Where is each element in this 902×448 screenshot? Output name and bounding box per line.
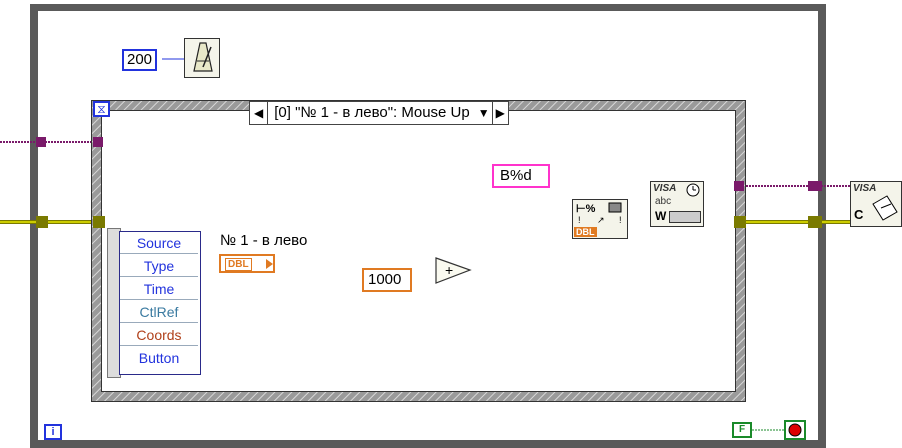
svg-text:!: ! [619,215,622,225]
stop-sign-icon [788,423,802,437]
event-field-coords[interactable]: Coords [120,324,198,346]
pencil-paper-icon [872,195,898,221]
error-loop-tunnel-left[interactable] [36,216,48,228]
clock-icon [686,183,700,197]
refnum-loop-tunnel-right[interactable] [808,181,822,191]
metronome-icon [193,42,213,72]
iteration-terminal[interactable]: i [44,424,62,440]
format-into-string-icon: ⊢% ! ↗ ! [576,202,622,225]
svg-text:!: ! [578,215,581,225]
event-data-node[interactable]: Source Type Time CtlRef Coords Button [119,231,201,375]
visa-write-function[interactable]: VISA abc W [650,181,704,227]
error-loop-tunnel-right[interactable] [808,216,822,228]
error-event-tunnel-right[interactable] [734,216,746,228]
control-terminal[interactable]: DBL [219,254,275,273]
event-case-selector[interactable]: ◀ [0] "№ 1 - в лево": Mouse Up ▼ ▶ [249,101,509,125]
visa-write-label: VISA [653,183,677,194]
dbl-type-badge: DBL [225,258,252,271]
previous-case-arrow[interactable]: ◀ [250,102,269,124]
visa-write-mode: W [655,209,667,223]
svg-text:⊢%: ⊢% [576,202,596,215]
visa-close-glyph: C [854,207,864,222]
wait-ms-function[interactable] [184,38,220,78]
refnum-event-tunnel-left[interactable] [93,137,103,147]
svg-text:↗: ↗ [597,215,605,225]
refnum-loop-tunnel-left[interactable] [36,137,46,147]
format-into-string-function[interactable]: ⊢% ! ↗ ! DBL [572,199,628,239]
control-label: № 1 - в лево [220,232,308,249]
loop-condition-terminal[interactable] [784,420,806,440]
plus-icon: + [445,262,453,278]
next-case-arrow[interactable]: ▶ [491,102,508,124]
event-field-type[interactable]: Type [120,255,198,277]
format-string-constant[interactable]: B%d [492,164,550,188]
while-loop-bottom-border [30,440,826,448]
refnum-event-tunnel-right[interactable] [734,181,744,191]
visa-close-function[interactable]: VISA C [850,181,902,227]
numeric-constant-1000[interactable]: 1000 [362,268,412,292]
event-case-label[interactable]: [0] "№ 1 - в лево": Mouse Up [274,104,470,121]
timeout-terminal[interactable]: ⧖ [93,101,110,117]
output-arrow-icon [266,259,273,269]
serial-port-icon [669,211,701,223]
format-input-type-badge: DBL [574,227,597,237]
wait-ms-constant[interactable]: 200 [122,49,158,71]
event-field-ctlref[interactable]: CtlRef [120,301,198,323]
add-function[interactable]: + [434,256,472,286]
false-boolean-constant[interactable]: F [732,422,752,438]
case-dropdown-arrow[interactable]: ▼ [477,106,490,120]
event-field-button[interactable]: Button [138,350,180,366]
error-event-tunnel-left[interactable] [93,216,105,228]
event-field-time[interactable]: Time [120,278,198,300]
visa-write-text: abc [655,196,672,207]
visa-close-label: VISA [853,183,877,194]
event-field-source[interactable]: Source [120,232,198,254]
